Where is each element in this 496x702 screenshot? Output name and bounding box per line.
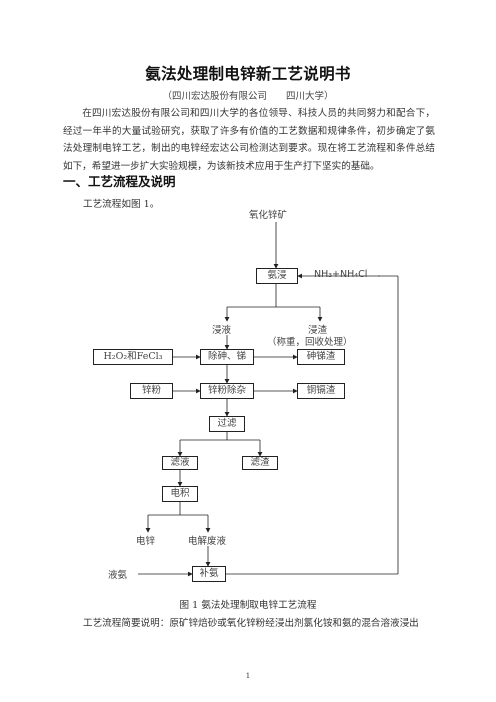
liquid-ammonia-label: 液氨	[108, 570, 128, 581]
zinc-product-label: 电锌	[136, 536, 156, 547]
process-description: 工艺流程简要说明：原矿锌焙砂或氧化锌粉经浸出剂氯化铵和氨的混合溶液浸出	[83, 618, 419, 629]
as-sb-residue-box: 砷锑渣	[297, 349, 345, 365]
spent-electrolyte-label: 电解废液	[188, 536, 227, 547]
zinc-purify-box: 锌粉除杂	[200, 383, 254, 399]
document-subtitle: （四川宏达股份有限公司 四川大学）	[162, 91, 334, 102]
filter-box: 过滤	[209, 416, 245, 432]
oxidant-box: H₂O₂和FeCl₃	[93, 349, 173, 365]
intro-paragraph: 在四川宏达股份有限公司和四川大学的各位领导、科技人员的共同努力和配合下，经过一年…	[63, 108, 435, 172]
remove-as-sb-box: 除砷、锑	[200, 349, 254, 365]
replenish-box: 补氨	[192, 566, 226, 582]
page-number: 1	[245, 672, 251, 680]
filtrate-box: 滤液	[162, 456, 198, 470]
zinc-powder-box: 锌粉	[130, 383, 173, 399]
cu-cd-residue-box: 铜镉渣	[297, 383, 345, 399]
figure-caption: 图 1 氨法处理制取电锌工艺流程	[179, 600, 317, 611]
leachate-label: 浸液	[212, 325, 232, 336]
leach-box: 氨浸	[256, 268, 298, 284]
section-heading: 一、工艺流程及说明	[63, 174, 176, 189]
ore-label: 氧化锌矿	[249, 210, 288, 221]
residue-note-label: （称重，回收处理）	[267, 337, 353, 348]
flow-intro-text: 工艺流程如图 1。	[83, 199, 160, 210]
filter-residue-box: 滤渣	[242, 456, 278, 470]
electrowin-box: 电积	[162, 486, 198, 502]
leach-agent-label: NH₃+NH₄Cl	[314, 269, 368, 280]
residue-label: 浸渣	[308, 325, 328, 336]
document-title: 氨法处理制电锌新工艺说明书	[145, 65, 351, 83]
